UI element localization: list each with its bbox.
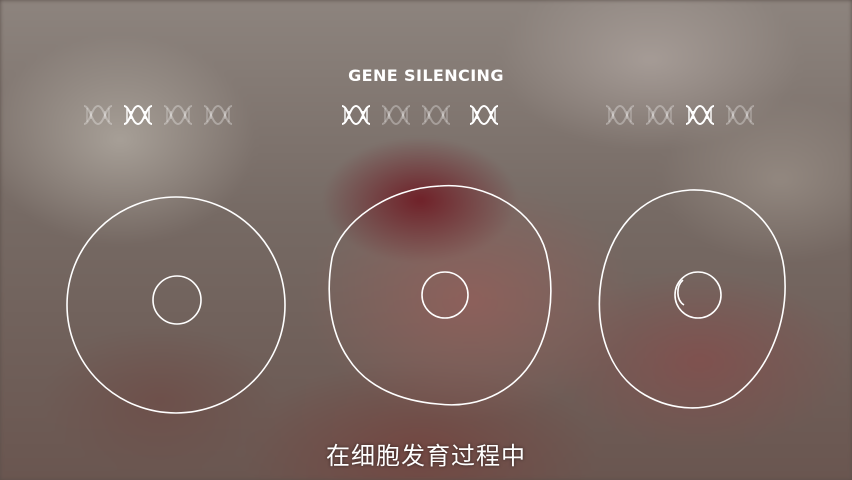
dna-strand-left — [83, 105, 233, 125]
dna-strand-right — [605, 105, 755, 125]
dna-helix-icon — [83, 105, 113, 125]
dna-helix-icon — [341, 105, 371, 125]
dna-helix-icon — [381, 105, 451, 125]
dna-helix-icon — [123, 105, 153, 125]
cell-nucleus — [152, 275, 202, 325]
subtitle-caption: 在细胞发育过程中 — [326, 442, 526, 470]
dna-helix-icon — [685, 105, 715, 125]
cell-center — [328, 184, 552, 406]
cell-right — [598, 189, 786, 409]
cell-membrane — [598, 189, 786, 409]
video-title: GENE SILENCING — [348, 66, 504, 85]
cell-membrane — [66, 196, 286, 414]
cell-nucleus — [421, 271, 469, 319]
cell-left — [66, 196, 286, 414]
dna-helix-icon — [605, 105, 675, 125]
dna-helix-icon — [469, 105, 499, 125]
cell-nucleus — [674, 271, 722, 319]
cell-membrane — [328, 184, 552, 406]
nucleus-fragment — [677, 279, 685, 306]
dna-helix-icon — [725, 105, 755, 125]
dna-helix-icon — [163, 105, 233, 125]
dna-strand-center — [341, 105, 499, 125]
